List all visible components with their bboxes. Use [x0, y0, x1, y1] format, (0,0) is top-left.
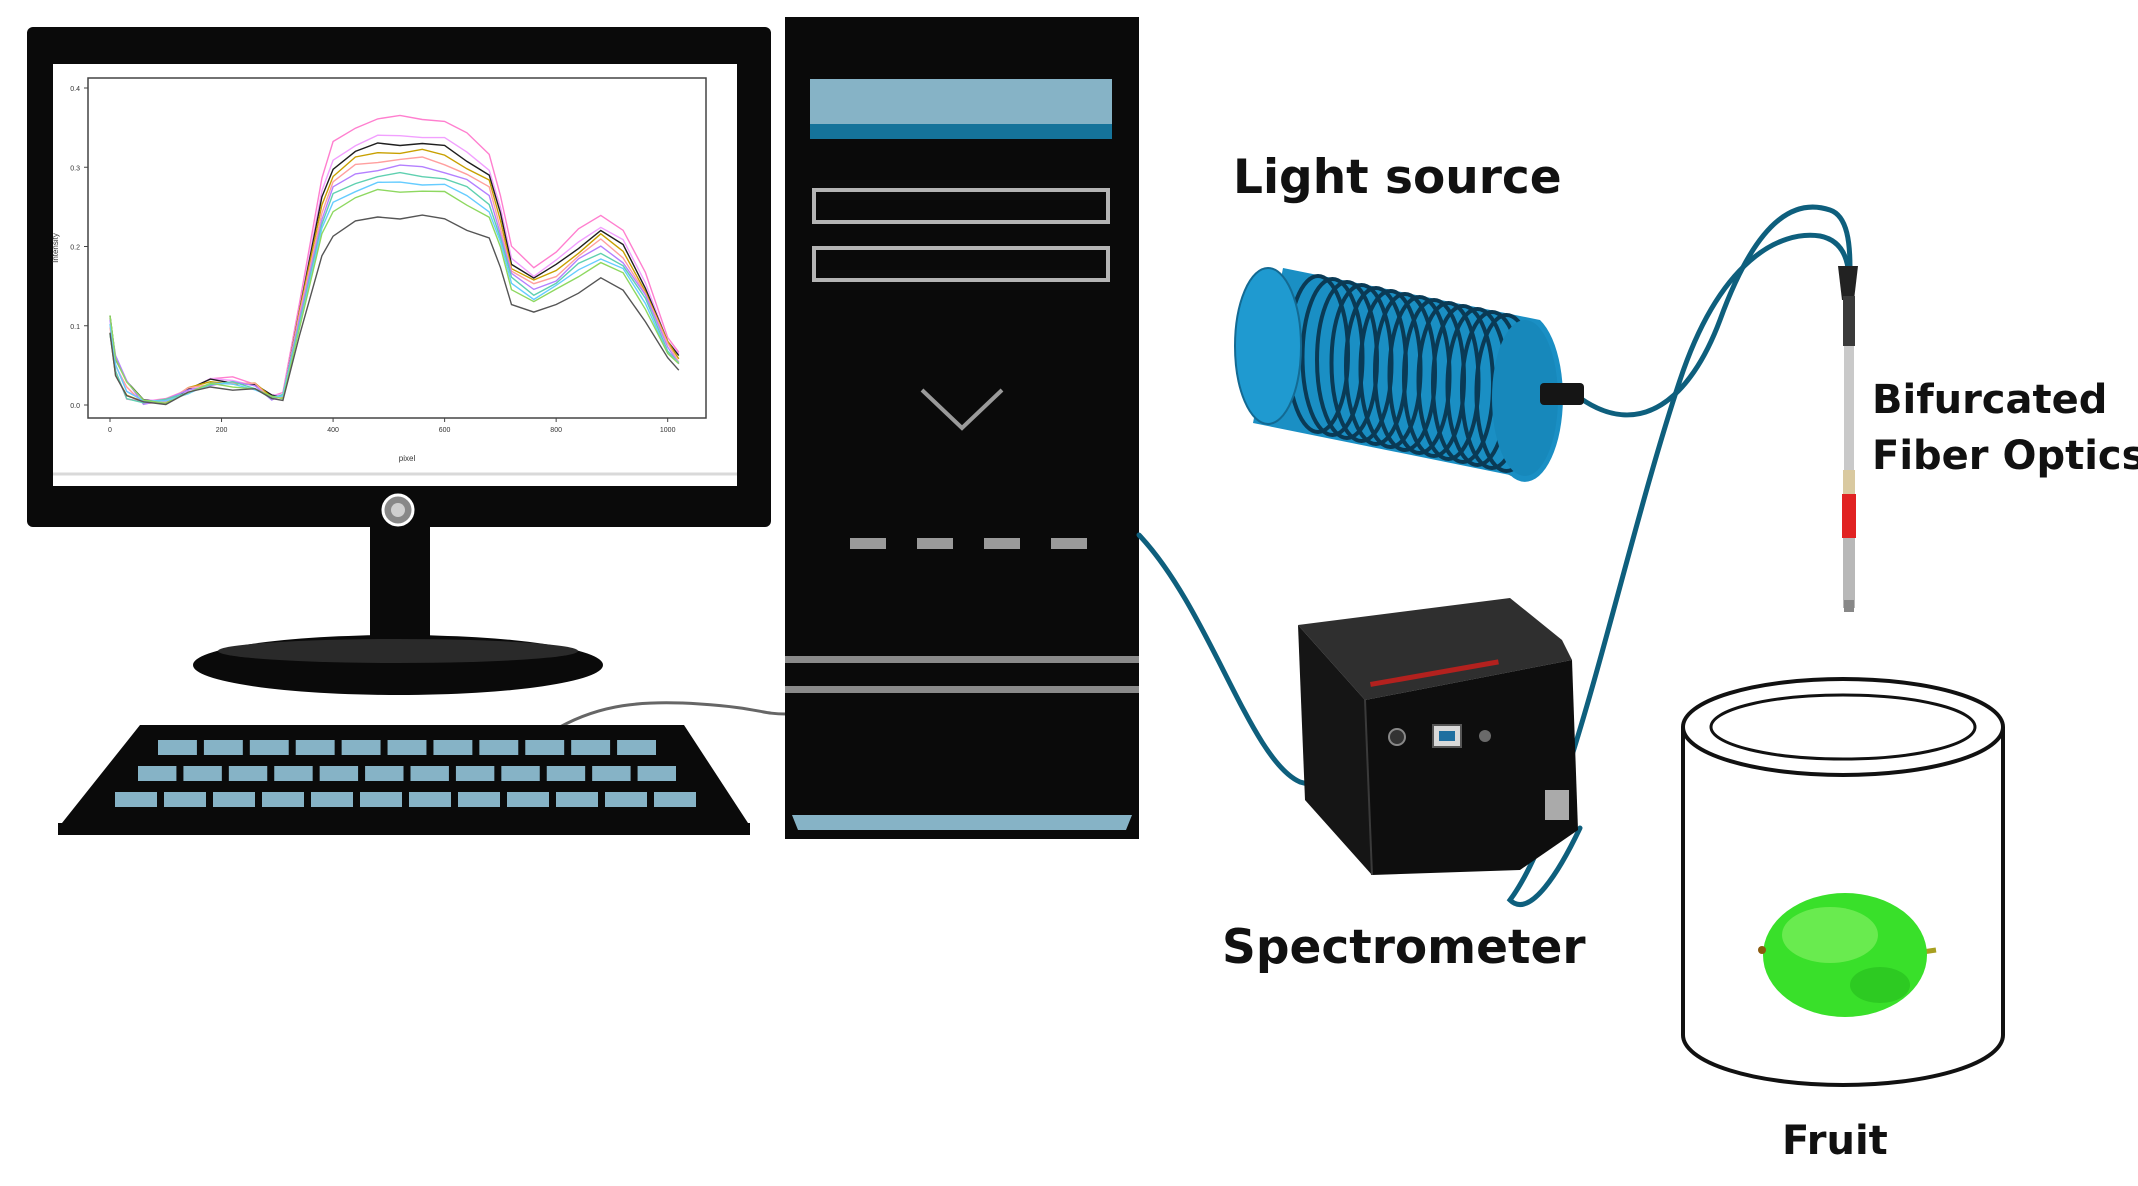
keyboard-key[interactable] [409, 792, 451, 807]
keyboard-key[interactable] [183, 766, 222, 781]
x-tick-label: 800 [550, 427, 562, 434]
keyboard-key[interactable] [501, 766, 540, 781]
x-tick-label: 0 [108, 427, 112, 434]
y-tick-label: 0.4 [70, 86, 80, 93]
fruit [1758, 893, 1937, 1017]
monitor-screen [53, 64, 737, 486]
light-source [1234, 267, 1584, 482]
spectrometer-label: Spectrometer [1222, 920, 1586, 975]
tower-foot-light [792, 815, 1132, 830]
spectra-curves [109, 114, 680, 406]
fiber-connector [1540, 383, 1584, 405]
bifurcated-fiber-optics-label: Bifurcated Fiber Optics [1872, 372, 2138, 484]
spectrometer-to-probe-fiber [1506, 232, 1851, 907]
plot-frame [87, 77, 707, 419]
keyboard-key[interactable] [387, 740, 427, 755]
fruit-holder [1681, 677, 2005, 1087]
probe-red-band [1842, 494, 1856, 538]
indicator-light-2 [917, 538, 953, 549]
keyboard-key[interactable] [507, 792, 549, 807]
keyboard [58, 701, 787, 835]
keyboard-key[interactable] [311, 792, 353, 807]
y-tick-label: 0.1 [70, 324, 80, 331]
lightsource-to-probe-fiber [1577, 204, 1853, 418]
drive-slot-1[interactable] [812, 188, 1110, 224]
x-tick-label: 1000 [660, 427, 676, 434]
keyboard-key[interactable] [654, 792, 696, 807]
light-source-front-cap [1234, 267, 1302, 425]
keyboard-key[interactable] [203, 740, 243, 755]
keyboard-key[interactable] [262, 792, 304, 807]
indicator-light-3 [984, 538, 1020, 549]
keyboard-keys [115, 740, 696, 807]
bifurcated-probe [1838, 266, 1858, 612]
power-jack [1388, 728, 1406, 746]
bifurcated-label-line1: Bifurcated [1872, 377, 2108, 423]
keyboard-key[interactable] [365, 766, 404, 781]
keyboard-key[interactable] [546, 766, 586, 781]
spectrometer-front [1298, 625, 1372, 875]
spectrometer [1298, 598, 1578, 876]
spectrum-line [109, 181, 680, 402]
spectrometer-top [1298, 598, 1572, 700]
spectrometer-side [1365, 660, 1578, 875]
keyboard-key[interactable] [274, 766, 313, 781]
x-tick-label: 400 [327, 427, 339, 434]
keyboard-key[interactable] [556, 792, 598, 807]
keyboard-key[interactable] [360, 792, 402, 807]
indicator-light-1 [850, 538, 886, 549]
keyboard-key[interactable] [295, 740, 335, 755]
keyboard-key[interactable] [455, 766, 495, 781]
cup-rim-inner [1709, 693, 1977, 761]
keyboard-key[interactable] [479, 740, 519, 755]
spectrum-line [109, 156, 680, 405]
spectrum-line [109, 142, 680, 404]
keyboard-key[interactable] [458, 792, 500, 807]
x-axis-ticks: 0 200 400 600 800 1000 [108, 418, 676, 434]
keyboard-key[interactable] [213, 792, 255, 807]
spectrum-line [109, 164, 680, 406]
keyboard-key[interactable] [228, 766, 268, 781]
fruit-label: Fruit [1782, 1118, 1888, 1164]
keyboard-key[interactable] [605, 792, 647, 807]
chevron-down-icon [920, 388, 1004, 431]
keyboard-key[interactable] [138, 766, 177, 781]
y-axis-ticks: 0.0 0.1 0.2 0.3 0.4 [70, 86, 88, 410]
keyboard-key[interactable] [158, 740, 197, 755]
keyboard-key[interactable] [571, 740, 611, 755]
keyboard-key[interactable] [115, 792, 157, 807]
y-tick-label: 0.3 [70, 165, 80, 172]
y-tick-label: 0.2 [70, 245, 80, 252]
spectrum-line [109, 214, 680, 406]
keyboard-key[interactable] [433, 740, 473, 755]
y-tick-label: 0.0 [70, 403, 80, 410]
keyboard-key[interactable] [341, 740, 381, 755]
keyboard-key[interactable] [249, 740, 289, 755]
indicator-light-4 [1051, 538, 1087, 549]
keyboard-key[interactable] [164, 792, 206, 807]
drive-slot-2[interactable] [812, 246, 1110, 282]
y-axis-label: Intensity [51, 233, 60, 263]
keyboard-key[interactable] [637, 766, 676, 781]
x-tick-label: 600 [439, 427, 451, 434]
bifurcated-label-line2: Fiber Optics [1872, 433, 2138, 479]
keyboard-key[interactable] [319, 766, 359, 781]
monitor-neck [370, 527, 430, 645]
x-axis-label: pixel [399, 454, 416, 463]
keyboard-cable [559, 701, 787, 729]
light-source-back-cap [1492, 320, 1558, 476]
keyboard-key[interactable] [410, 766, 449, 781]
keyboard-key[interactable] [617, 740, 656, 755]
x-tick-label: 200 [216, 427, 228, 434]
pc-tower [785, 17, 1139, 839]
keyboard-key[interactable] [592, 766, 631, 781]
keyboard-key[interactable] [525, 740, 565, 755]
light-source-label: Light source [1233, 150, 1562, 205]
